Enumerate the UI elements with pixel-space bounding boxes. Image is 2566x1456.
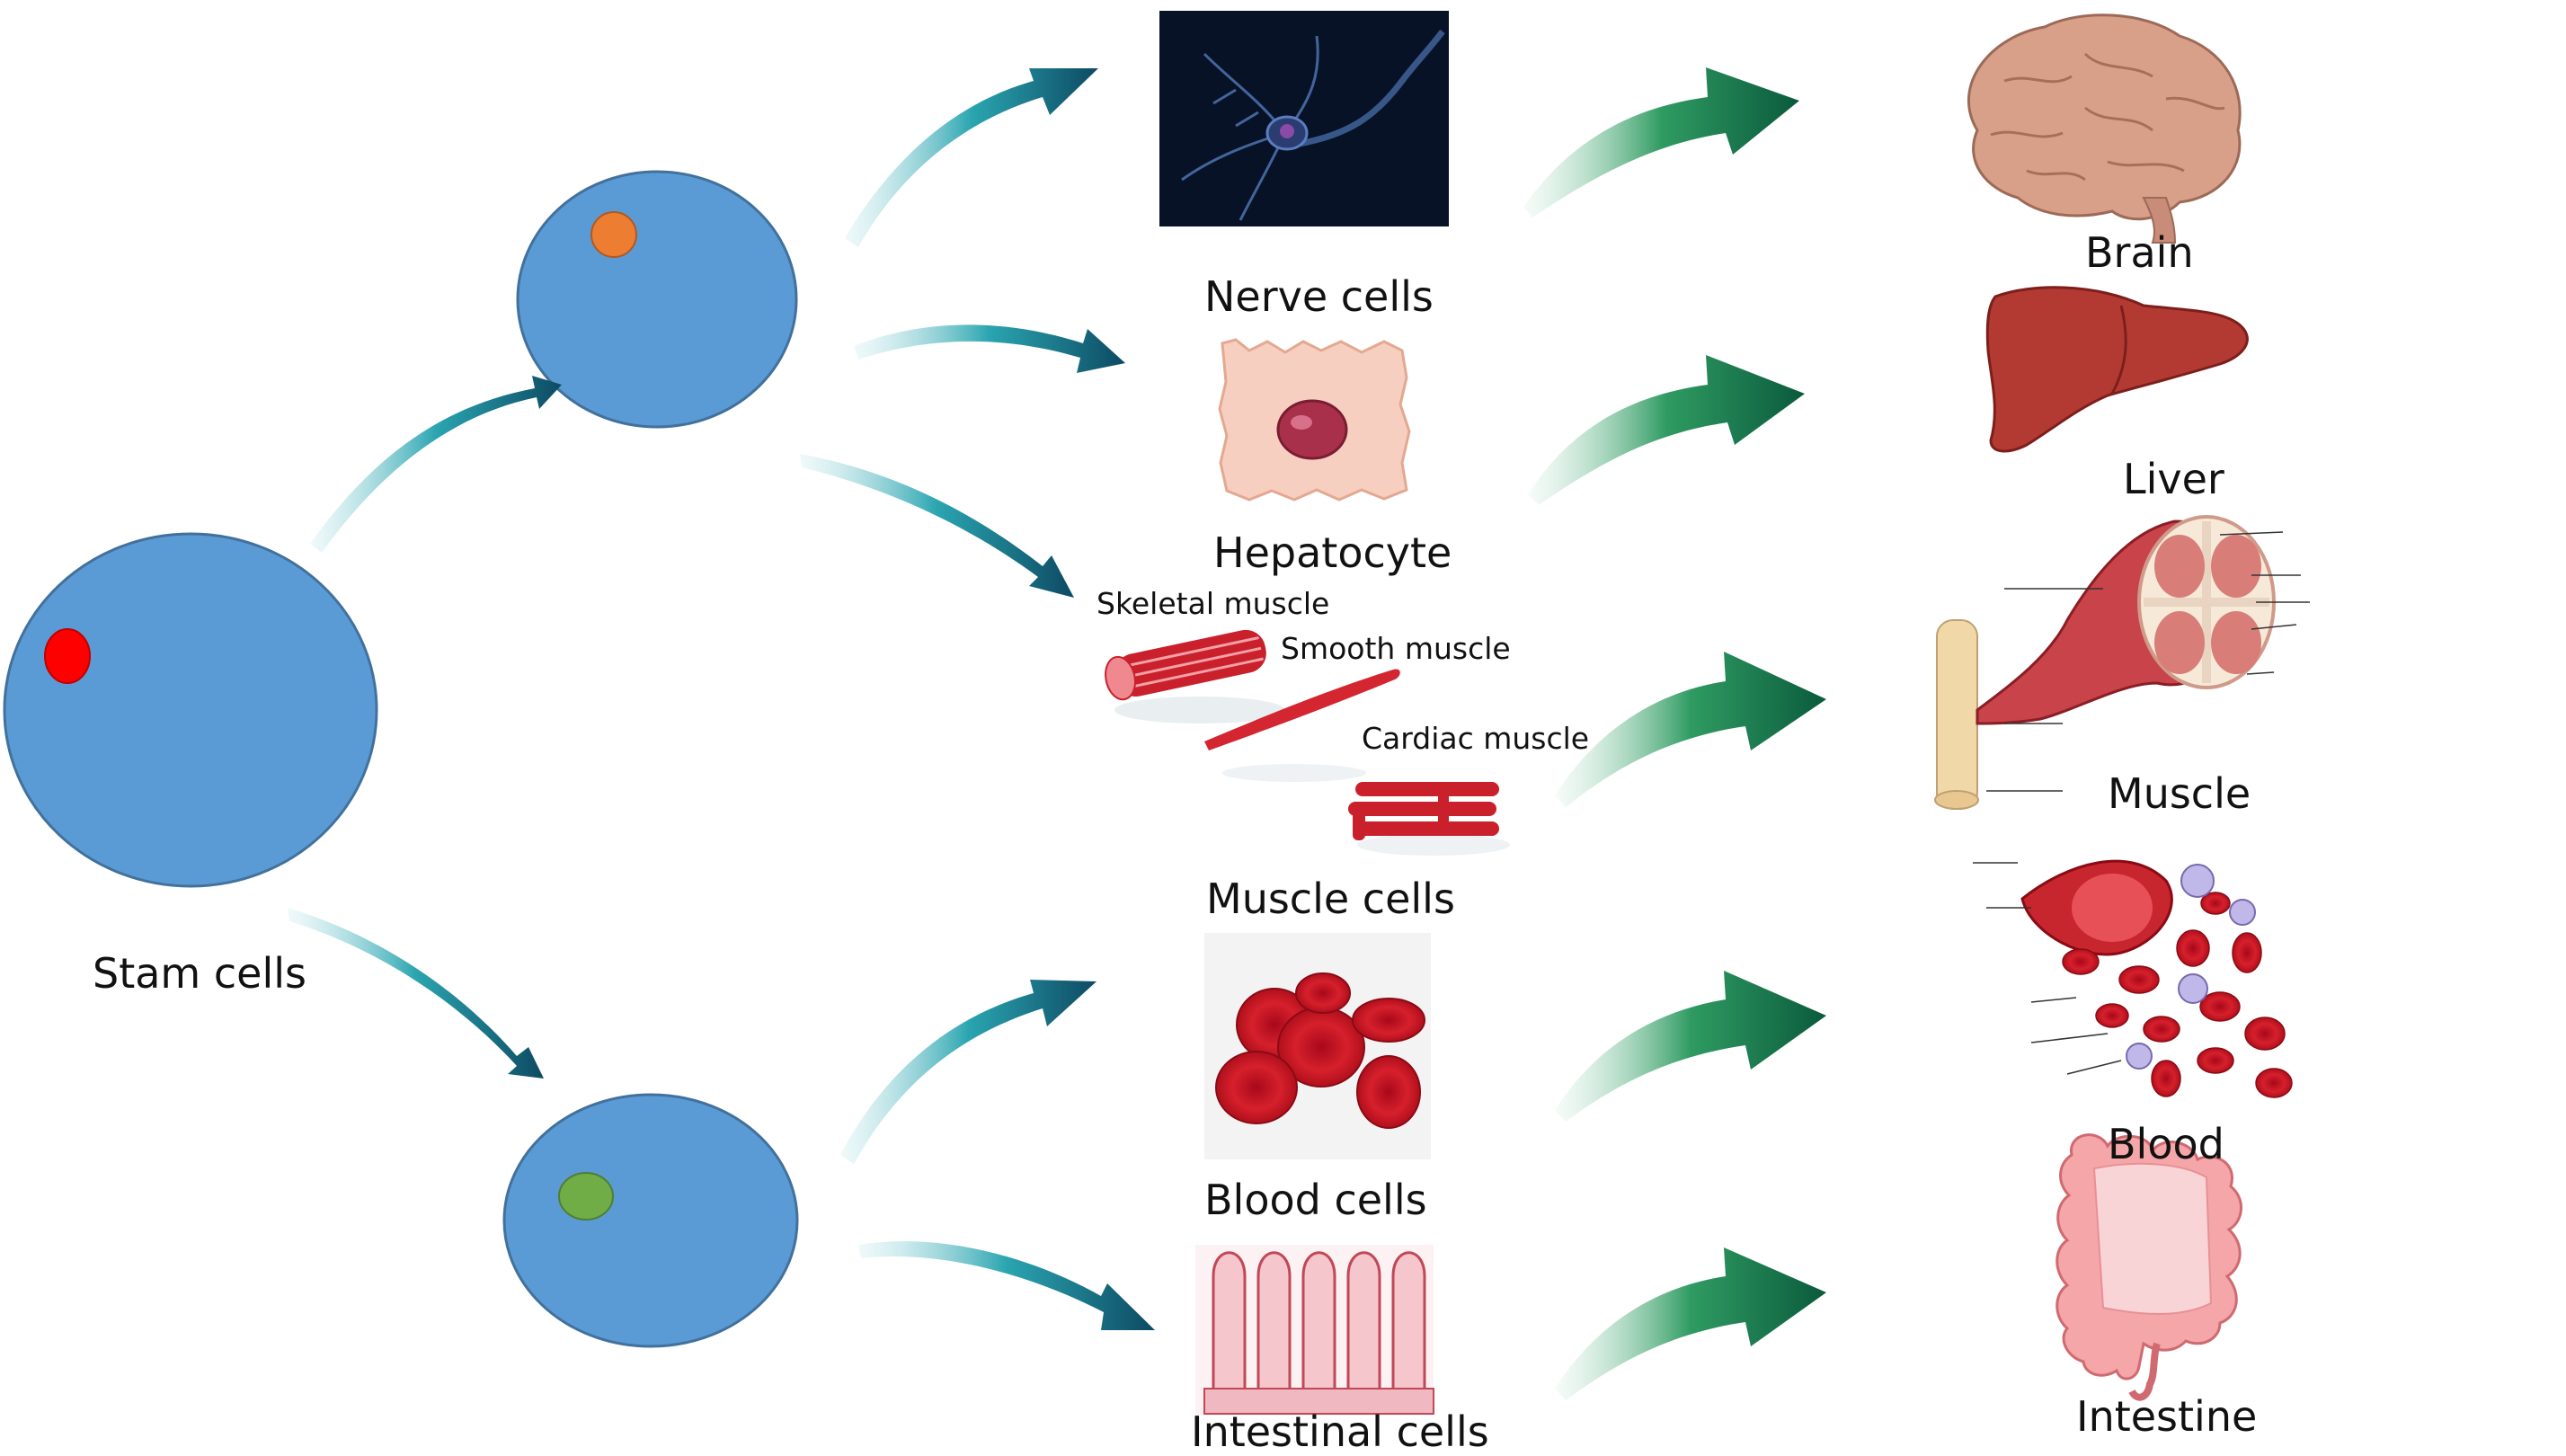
muscle-anatomy-icon (1934, 515, 2310, 810)
upper-progenitor-body (516, 170, 798, 429)
arrow-upper-to-muscle (800, 454, 1074, 598)
liver-icon (1985, 286, 2249, 453)
label-liver: Liver (2123, 455, 2224, 503)
lower-progenitor-nucleus (558, 1172, 614, 1221)
label-intestine: Intestine (2076, 1392, 2258, 1441)
arrow-hepatocyte-to-liver (1528, 355, 1805, 505)
label-skeletal-muscle: Skeletal muscle (1097, 586, 1330, 621)
stem-cell (3, 532, 378, 888)
arrow-nerve-to-brain (1523, 67, 1799, 218)
arrow-lower-to-intestinal (858, 1241, 1155, 1330)
intestine-icon (2055, 1133, 2243, 1401)
label-hepatocyte: Hepatocyte (1213, 528, 1452, 577)
arrow-upper-to-nerve (845, 68, 1098, 247)
label-stem-cells: Stam cells (93, 949, 306, 998)
teal-arrows (288, 68, 1155, 1330)
arrow-stem-to-lower (288, 908, 544, 1079)
stem-cell-nucleus (44, 628, 91, 684)
hepatocyte-icon (1218, 338, 1411, 502)
stem-cell-body (3, 532, 378, 888)
arrow-upper-to-hepatocyte (854, 324, 1125, 373)
brain-icon (1967, 13, 2242, 244)
blood-vessel-icon (1973, 859, 2293, 1098)
arrow-lower-to-blood (840, 980, 1097, 1164)
arrow-blood-to-blood (1555, 971, 1826, 1122)
arrow-intestinal-to-intestine (1555, 1247, 1826, 1400)
muscle-fibers-icon (1105, 629, 1510, 856)
arrow-stem-to-upper (310, 376, 562, 553)
label-nerve-cells: Nerve cells (1204, 272, 1434, 321)
lower-progenitor-body (502, 1093, 799, 1348)
upper-progenitor-nucleus (590, 211, 637, 258)
label-muscle: Muscle (2108, 769, 2251, 818)
label-blood: Blood (2108, 1120, 2224, 1168)
neuron-icon (1159, 11, 1449, 226)
lower-progenitor-cell (502, 1093, 799, 1348)
upper-progenitor-cell (516, 170, 798, 429)
label-muscle-cells: Muscle cells (1206, 874, 1455, 923)
red-blood-cells-icon (1204, 933, 1431, 1159)
green-arrows (1523, 67, 1826, 1400)
label-blood-cells: Blood cells (1204, 1176, 1427, 1224)
arrow-muscle-to-muscle (1555, 652, 1826, 807)
label-smooth-muscle: Smooth muscle (1281, 631, 1511, 666)
label-cardiac-muscle: Cardiac muscle (1362, 721, 1590, 756)
label-brain: Brain (2085, 228, 2194, 277)
intestinal-villi-icon (1195, 1245, 1434, 1416)
label-intestinal-cells: Intestinal cells (1191, 1407, 1489, 1456)
